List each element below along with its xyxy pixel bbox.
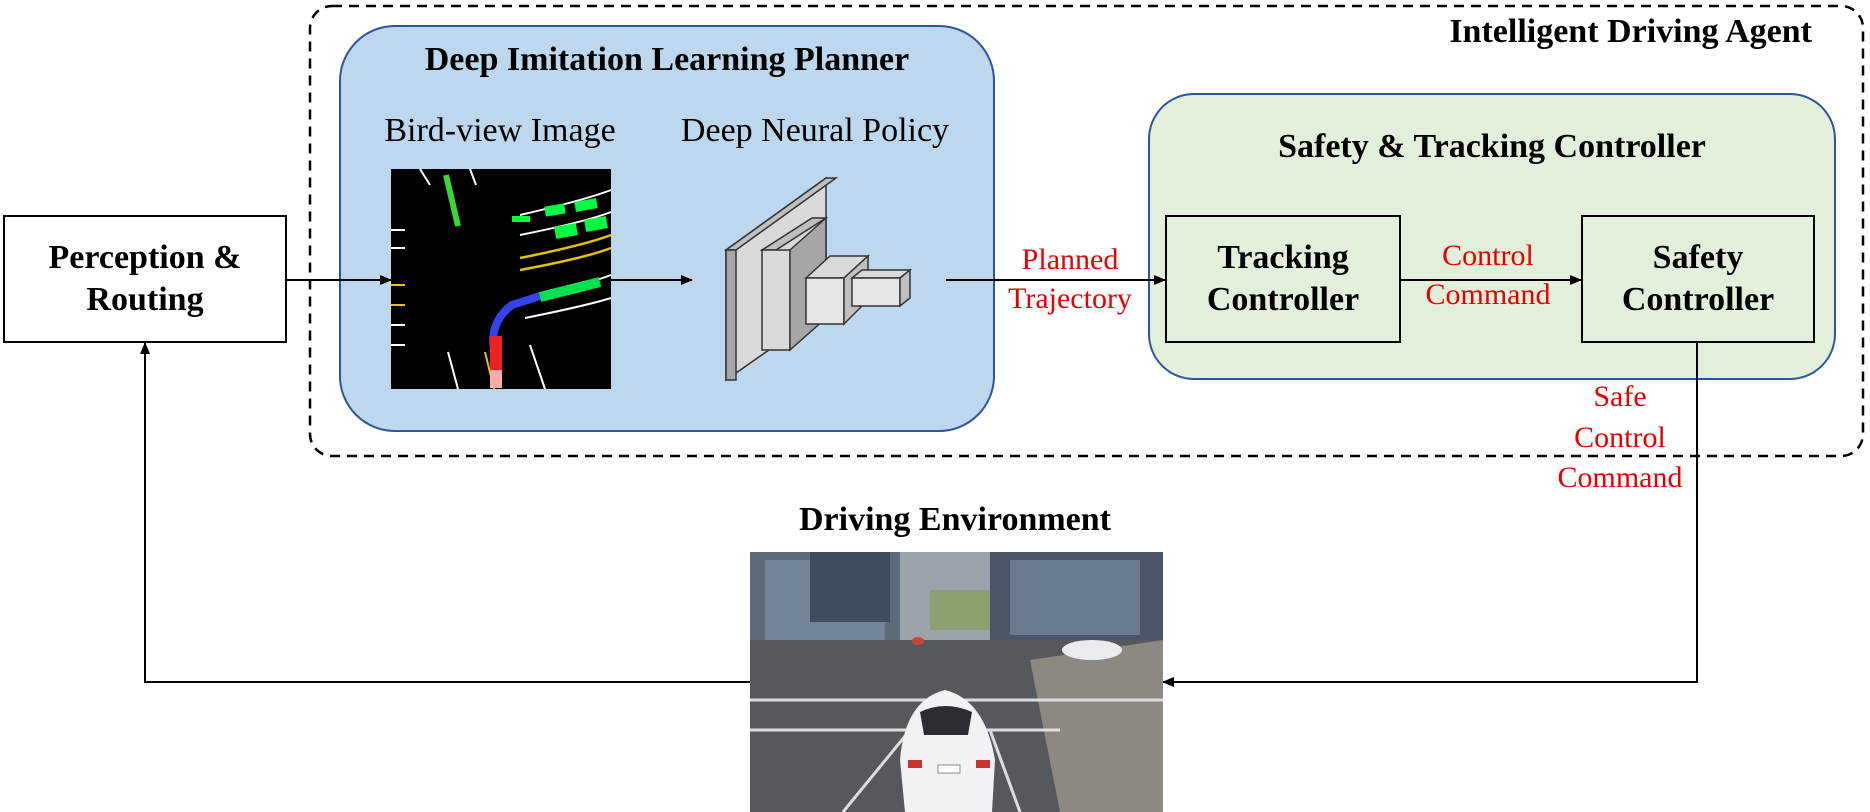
environment-title: Driving Environment [798, 501, 1111, 538]
policy-label: Deep Neural Policy [680, 112, 950, 149]
arrow-safety-to-environment [1162, 343, 1698, 687]
driving-environment-image [750, 552, 1163, 812]
perception-label-line2: Routing [86, 281, 204, 318]
controller-group-title: Safety & Tracking Controller [1278, 128, 1706, 165]
arrow-environment-to-perception [140, 342, 750, 683]
perception-routing-node: Perception & Routing [3, 215, 287, 343]
planner-title: Deep Imitation Learning Planner [424, 41, 910, 78]
neural-network-icon [723, 176, 913, 382]
intelligent-agent-container [308, 4, 1865, 458]
control-label-line1: Control [1442, 239, 1534, 272]
perception-label-line1: Perception & [48, 238, 242, 276]
safe-label-line2: Control [1574, 420, 1666, 454]
planned-label-line2: Trajectory [1008, 282, 1132, 315]
bird-view-image [391, 168, 612, 390]
safety-label-line1: Safety [1652, 238, 1744, 276]
planned-label-line1: Planned [1021, 243, 1119, 276]
safe-label-line3: Command [1557, 461, 1683, 494]
control-command-label: Control Command [1408, 236, 1568, 314]
safe-label-line1: Safe [1593, 380, 1647, 413]
intelligent-agent-title: Intelligent Driving Agent [1449, 13, 1812, 50]
control-label-line2: Command [1425, 278, 1551, 311]
safety-controller-node: Safety Controller [1581, 215, 1815, 343]
bird-view-label: Bird-view Image [384, 112, 616, 149]
safety-label-line2: Controller [1621, 281, 1775, 318]
planned-trajectory-label: Planned Trajectory [995, 240, 1145, 318]
tracking-label-line1: Tracking [1217, 238, 1349, 276]
tracking-controller-node: Tracking Controller [1165, 215, 1401, 343]
safe-control-command-label: Safe Control Command [1540, 377, 1700, 499]
tracking-label-line2: Controller [1206, 281, 1360, 318]
